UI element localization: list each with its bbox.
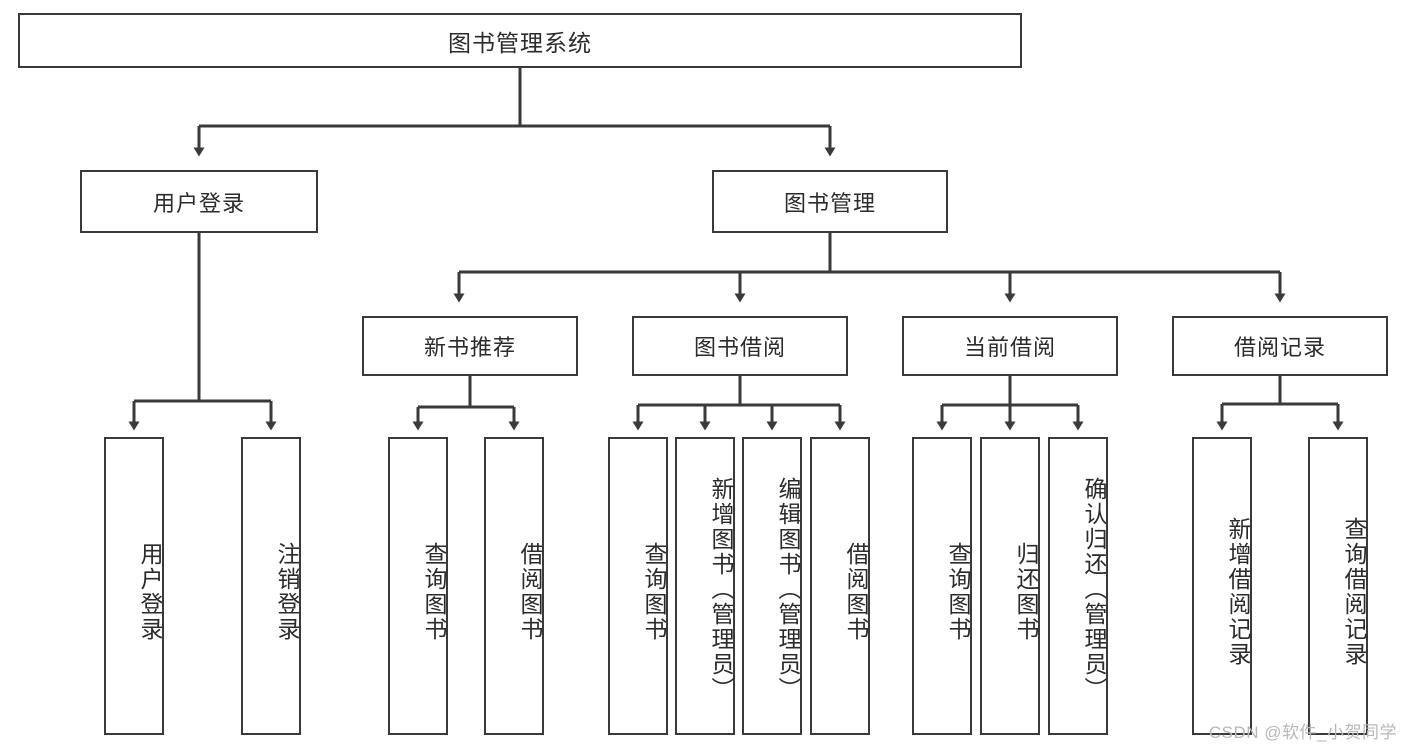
leaf-add-book[interactable]: 新增图书（管理员） — [675, 437, 735, 735]
node-current-borrow[interactable]: 当前借阅 — [902, 316, 1118, 376]
csdn-watermark: CSDN @软件_小贺同学 — [1208, 723, 1397, 742]
leaf-edit-book[interactable]: 编辑图书（管理员） — [742, 437, 802, 735]
leaf-confirm-return[interactable]: 确认归还（管理员） — [1048, 437, 1108, 735]
node-book-borrow[interactable]: 图书借阅 — [632, 316, 848, 376]
node-borrow-record[interactable]: 借阅记录 — [1172, 316, 1388, 376]
node-user-login[interactable]: 用户登录 — [80, 170, 318, 233]
leaf-query-borrow-record[interactable]: 查询借阅记录 — [1308, 437, 1368, 735]
leaf-query-book-1[interactable]: 查询图书 — [388, 437, 448, 735]
leaf-query-book-3[interactable]: 查询图书 — [912, 437, 972, 735]
node-new-book-recommend[interactable]: 新书推荐 — [362, 316, 578, 376]
leaf-return-book[interactable]: 归还图书 — [980, 437, 1040, 735]
node-root[interactable]: 图书管理系统 — [18, 13, 1022, 68]
leaf-add-borrow-record[interactable]: 新增借阅记录 — [1192, 437, 1252, 735]
leaf-logout-login[interactable]: 注销登录 — [241, 437, 301, 735]
leaf-borrow-book-1[interactable]: 借阅图书 — [484, 437, 544, 735]
leaf-user-login[interactable]: 用户登录 — [104, 437, 164, 735]
node-book-management[interactable]: 图书管理 — [712, 170, 948, 233]
leaf-query-book-2[interactable]: 查询图书 — [608, 437, 668, 735]
leaf-borrow-book-2[interactable]: 借阅图书 — [810, 437, 870, 735]
